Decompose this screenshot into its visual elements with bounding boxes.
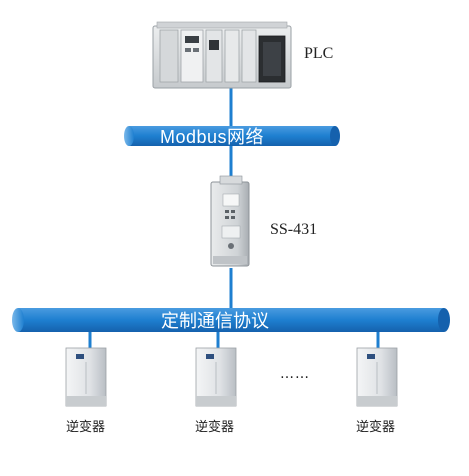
gateway-label: SS-431 [270, 221, 317, 238]
custom-protocol-bus: 定制通信协议 [12, 308, 450, 332]
more-inverters-ellipsis: …… [280, 366, 310, 382]
plc-label: PLC [304, 45, 333, 62]
inverter-1-cabinet [65, 347, 107, 407]
inverter-1-label: 逆变器 [66, 419, 105, 435]
inverter-3-label: 逆变器 [356, 419, 395, 435]
gateway-device [210, 175, 250, 267]
inverter-3-cabinet [356, 347, 398, 407]
inverter-2-cabinet [195, 347, 237, 407]
plc-device [152, 21, 292, 89]
modbus-bus: Modbus网络 [124, 126, 340, 147]
custom-bus-label: 定制通信协议 [161, 311, 269, 332]
inverter-2-label: 逆变器 [195, 419, 234, 435]
modbus-bus-label: Modbus网络 [160, 127, 264, 147]
